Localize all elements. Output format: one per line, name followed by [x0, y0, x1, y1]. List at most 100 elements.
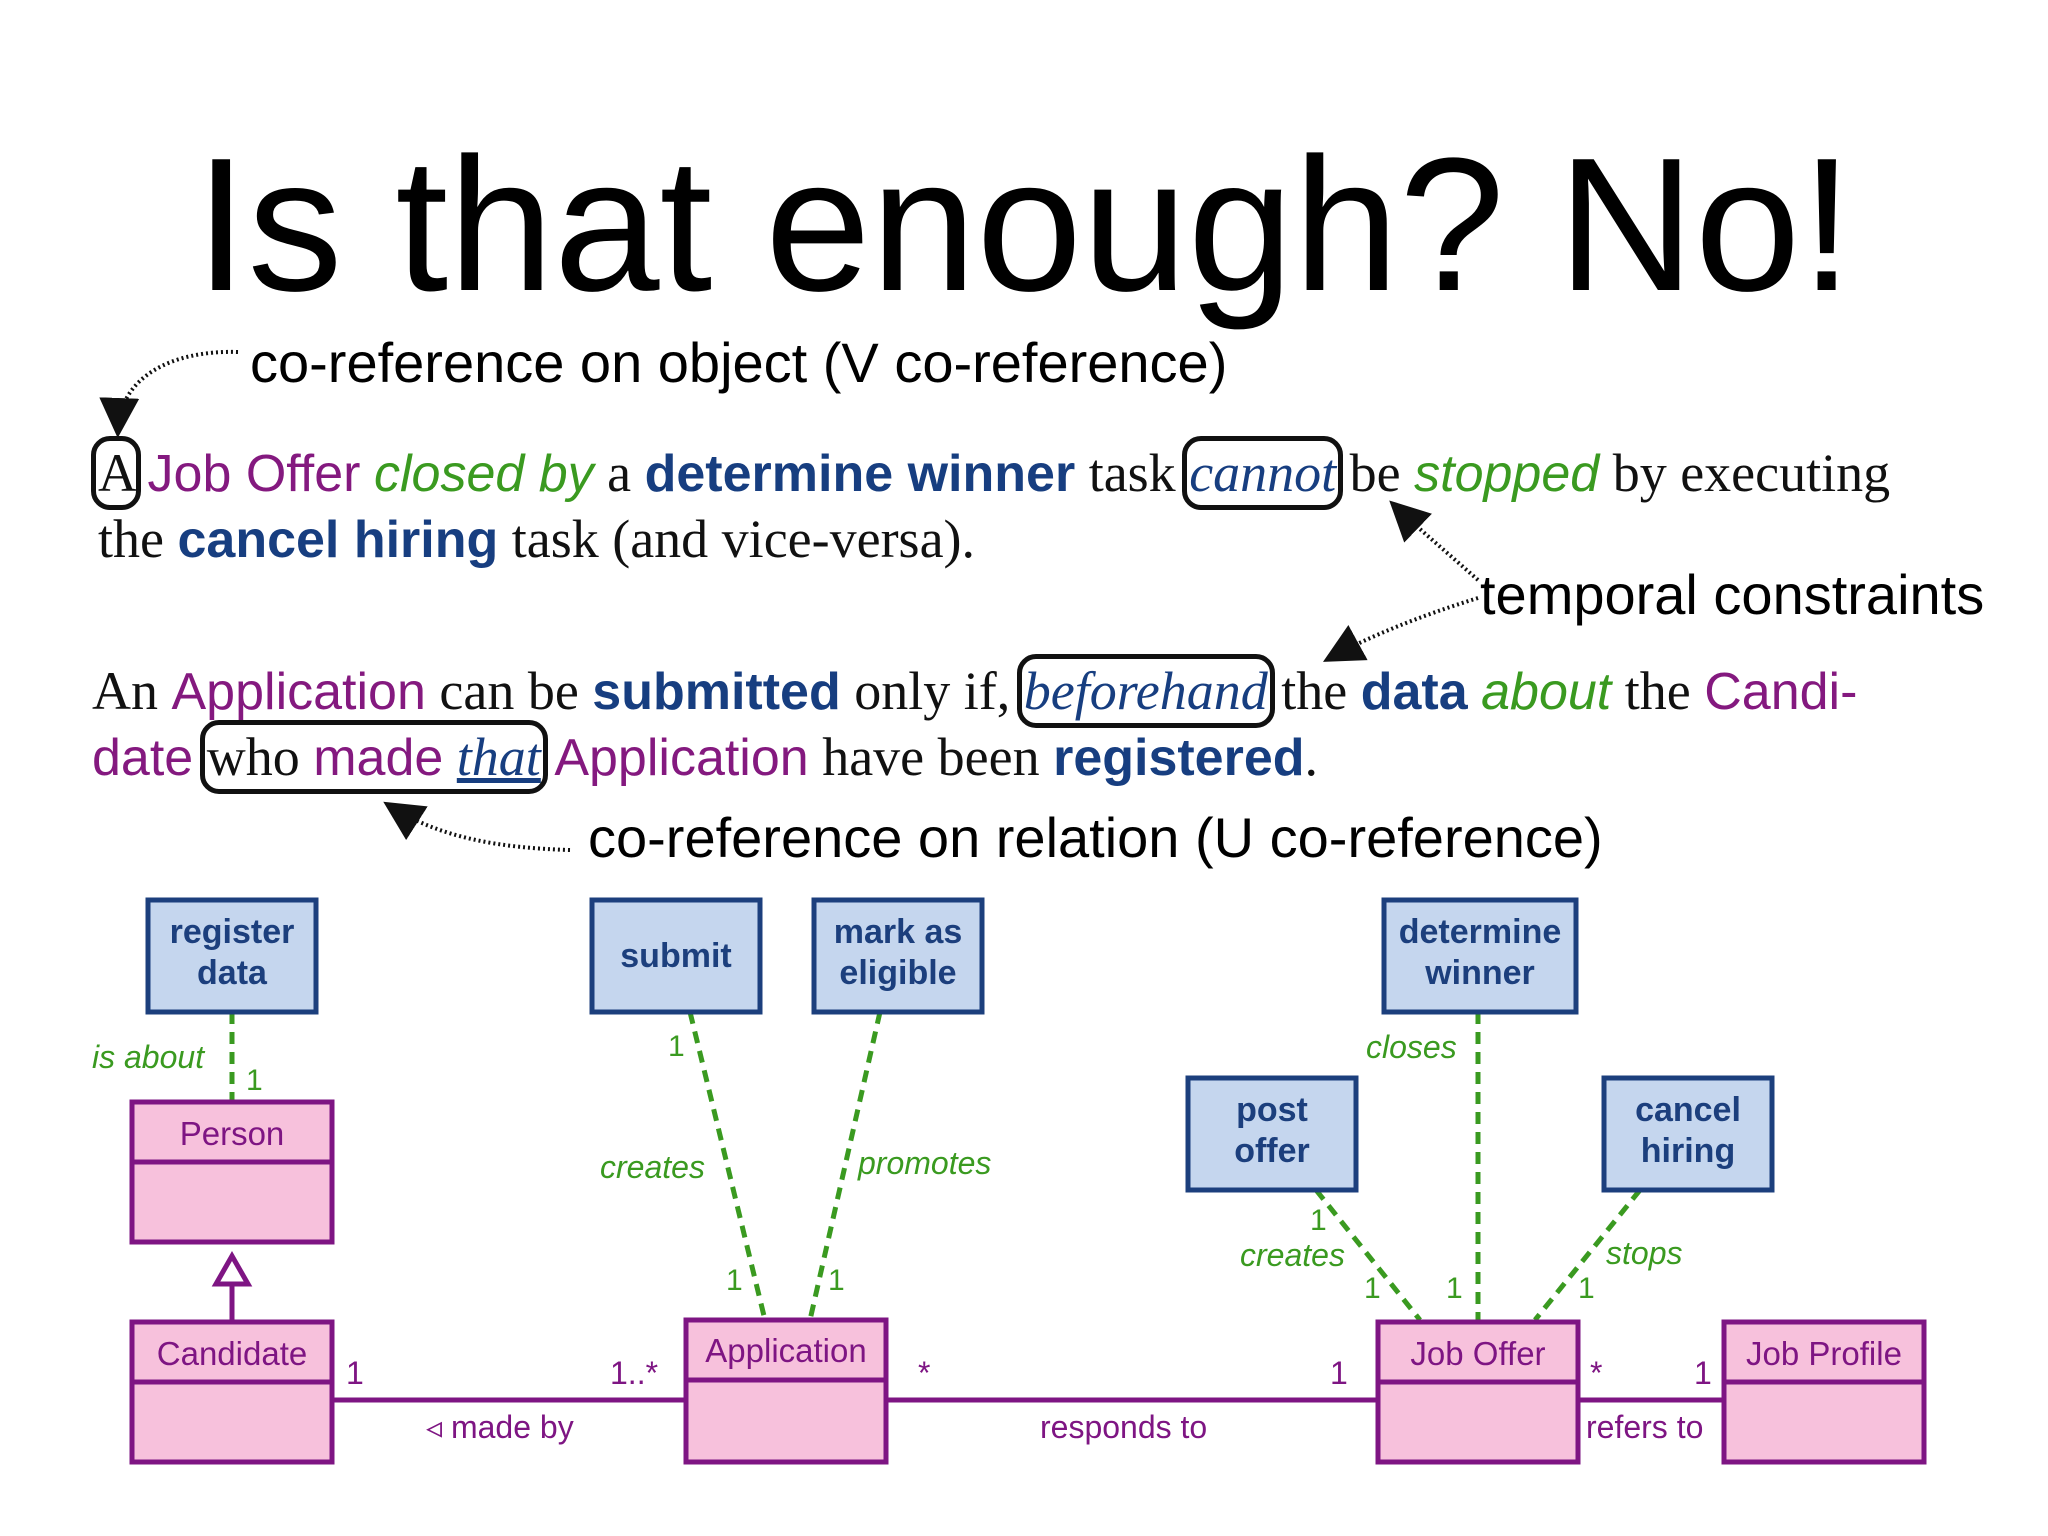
class-application[interactable]: Application — [683, 1317, 889, 1465]
temporal-arrow-down — [1322, 596, 1479, 662]
paragraph-2-line-2: date who made that Application have been… — [92, 720, 1319, 794]
closes-label: closes — [1366, 1029, 1457, 1065]
v-coreference-note: co-reference on object (V co-reference) — [250, 331, 1228, 394]
creates-job-link — [1314, 1188, 1422, 1322]
slide-title: Is that enough? No! — [194, 119, 1854, 331]
multiplicity-label: 1..* — [610, 1355, 658, 1391]
stops-label: stops — [1606, 1235, 1682, 1271]
task-label: register — [170, 913, 295, 951]
word-by-executing: by executing — [1612, 443, 1891, 503]
class-name: Job Profile — [1746, 1335, 1902, 1372]
class-name: Person — [180, 1115, 285, 1152]
multiplicity-label: 1 — [246, 1064, 263, 1097]
multiplicity-label: 1 — [726, 1264, 743, 1297]
word-only-if: only if, — [854, 661, 1011, 721]
task-label: submit — [620, 937, 731, 975]
word-the-2: the — [1281, 661, 1348, 721]
task-label: mark as — [834, 913, 963, 951]
multiplicity-label: 1 — [1694, 1355, 1712, 1391]
class-name: Job Offer — [1410, 1335, 1545, 1372]
multiplicity-label: * — [918, 1355, 930, 1391]
responds-to-label: responds to — [1040, 1409, 1207, 1445]
word-be: be — [1349, 443, 1401, 503]
about-term: about — [1481, 663, 1612, 721]
task-determine-winner[interactable]: determine winner — [1381, 897, 1579, 1015]
word-can-be: can be — [439, 661, 579, 721]
temporal-arrow-up — [1389, 500, 1480, 582]
multiplicity-label: 1 — [1364, 1272, 1381, 1305]
class-person[interactable]: Person — [129, 1099, 335, 1245]
promotes-link — [807, 1011, 883, 1321]
multiplicity-label: 1 — [828, 1264, 845, 1297]
cancel-hiring-term: cancel hiring — [177, 511, 499, 569]
paragraph-1-line-1: A Job Offer closed by a determine winner… — [90, 436, 1891, 510]
creates-job-label: creates — [1240, 1237, 1345, 1273]
task-label: eligible — [839, 954, 956, 992]
task-submit[interactable]: submit — [589, 897, 763, 1015]
task-label: winner — [1424, 954, 1535, 992]
who-made-that-group: who made that — [199, 720, 548, 794]
submitted-term: submitted — [592, 663, 841, 721]
creates-label: creates — [600, 1149, 705, 1185]
refers-to-label: refers to — [1586, 1409, 1703, 1445]
word-who: who — [206, 727, 300, 787]
task-cancel-hiring[interactable]: cancel hiring — [1601, 1075, 1775, 1193]
multiplicity-label: 1 — [1446, 1272, 1463, 1305]
task-label: data — [197, 954, 268, 992]
task-register-data[interactable]: register data — [145, 897, 319, 1015]
paragraph-2-line-1: An Application can be submitted only if,… — [92, 654, 1858, 728]
v-coref-arrow — [99, 349, 239, 438]
uml-diagram: register data submit mark as eligible de… — [92, 897, 1927, 1465]
u-coreference-note: co-reference on relation (U co-reference… — [588, 806, 1603, 869]
class-candidate[interactable]: Candidate — [129, 1319, 335, 1465]
candi-term: Candi- — [1704, 663, 1858, 721]
task-label: determine — [1399, 913, 1562, 951]
word-the-3: the — [1624, 661, 1691, 721]
stops-link — [1533, 1188, 1642, 1322]
class-job-profile[interactable]: Job Profile — [1721, 1319, 1927, 1465]
multiplicity-label: 1 — [1330, 1355, 1348, 1391]
multiplicity-label: 1 — [346, 1355, 364, 1391]
data-term: data — [1360, 663, 1468, 721]
beforehand-boxed-word: beforehand — [1016, 654, 1275, 728]
paragraph-1-line-2: the cancel hiring task (and vice-versa). — [98, 506, 975, 573]
task-mark-as-eligible[interactable]: mark as eligible — [811, 897, 985, 1015]
that-term: that — [456, 727, 541, 787]
cannot-boxed-word: cannot — [1182, 436, 1344, 510]
word-an: An — [92, 661, 158, 721]
made-term: made — [313, 729, 444, 787]
u-coref-arrow — [383, 801, 571, 852]
job-offer-term: Job Offer — [147, 445, 361, 503]
word-have-been: have been — [822, 727, 1040, 787]
promotes-label: promotes — [857, 1145, 991, 1181]
application-term: Application — [171, 663, 426, 721]
task-label: offer — [1234, 1132, 1310, 1170]
class-name: Application — [705, 1332, 866, 1369]
made-by-label: ◃ made by — [426, 1409, 574, 1445]
creates-app-link — [687, 1011, 768, 1321]
task-label: hiring — [1641, 1132, 1735, 1170]
date-term: date — [92, 729, 194, 787]
word-the: the — [98, 509, 164, 569]
stopped-term: stopped — [1414, 445, 1600, 503]
temporal-constraints-note: temporal constraints — [1480, 563, 1985, 626]
application-term-2: Application — [554, 729, 809, 787]
multiplicity-label: 1 — [1310, 1204, 1327, 1237]
multiplicity-label: 1 — [668, 1030, 685, 1063]
generalization-triangle — [211, 1250, 253, 1287]
multiplicity-label: 1 — [1578, 1272, 1595, 1305]
task-label: post — [1236, 1091, 1308, 1129]
task-post-offer[interactable]: post offer — [1185, 1075, 1359, 1193]
paragraph-1-end: task (and vice-versa). — [511, 509, 976, 569]
task-label: cancel — [1635, 1091, 1741, 1129]
closed-by-term: closed by — [373, 445, 594, 503]
period: . — [1304, 727, 1319, 787]
class-name: Candidate — [157, 1335, 307, 1372]
word-task: task — [1088, 443, 1176, 503]
determine-winner-term: determine winner — [644, 445, 1076, 503]
class-job-offer[interactable]: Job Offer — [1375, 1319, 1581, 1465]
a-boxed-word: A — [90, 436, 142, 510]
annotation-arrows — [99, 349, 1480, 852]
registered-term: registered — [1053, 729, 1305, 787]
multiplicity-label: * — [1590, 1355, 1602, 1391]
